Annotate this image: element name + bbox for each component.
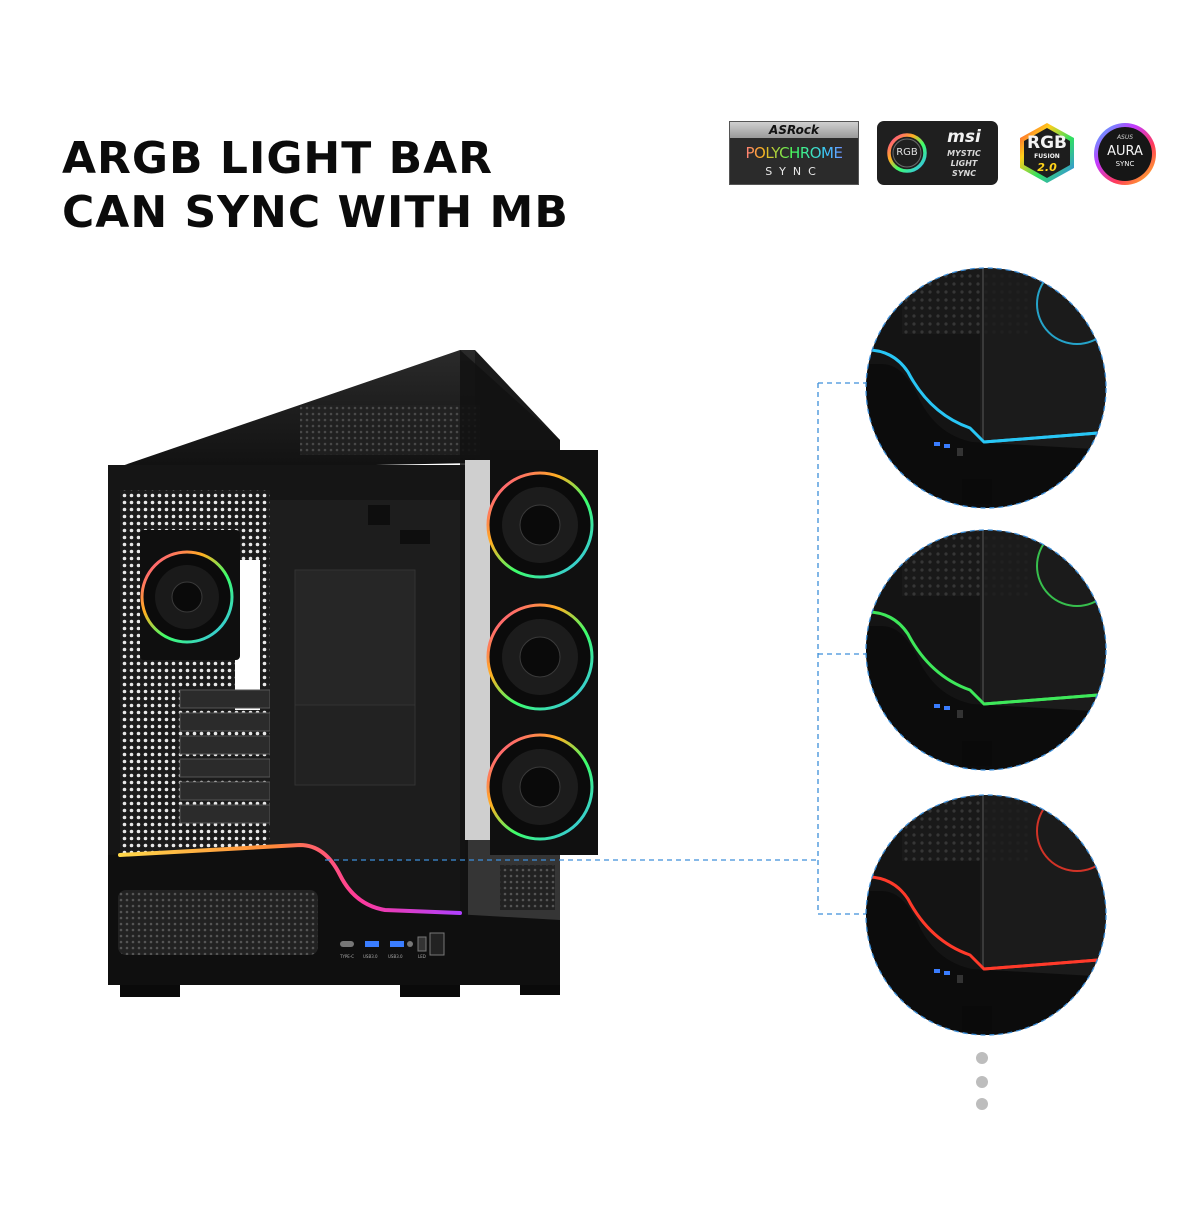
asrock-polychrome-sync-logo: ASRock POLYCHROME SYNC [729, 121, 859, 185]
front-io-label-typec: TYPE-C [339, 954, 354, 959]
asrock-brand: ASRock [730, 122, 858, 138]
rgb-text: RGB [1026, 133, 1067, 153]
argb-light-bar [118, 842, 462, 915]
more-dot [976, 1098, 988, 1110]
mystic-light-sync-text: MYSTIC LIGHT SYNC [947, 149, 981, 178]
sync-text: SYNC [765, 165, 823, 178]
pc-case-image: TYPE-C USB3.0 USB3.0 LED [108, 350, 598, 997]
more-dot [976, 1052, 988, 1064]
zoom-view-red [865, 794, 1107, 1036]
front-io-label-usb1: USB3.0 [363, 954, 378, 959]
more-indicator [971, 1050, 993, 1114]
asus-brand: ASUS [1116, 134, 1134, 141]
zoom-view-green [865, 529, 1107, 771]
front-fans [486, 450, 598, 855]
headline: ARGB LIGHT BAR CAN SYNC WITH MB [62, 132, 582, 240]
asus-aura-sync-logo: ASUS AURA SYNC [1092, 121, 1158, 187]
msi-mystic-light-sync-logo: RGB msi MYSTIC LIGHT SYNC [877, 121, 998, 185]
front-io-label-led: LED [418, 954, 426, 959]
hexagon-badge-icon [1020, 123, 1074, 183]
rgb-ring-icon [887, 133, 927, 173]
aura-sync-text: SYNC [1115, 160, 1135, 168]
fusion-text: FUSION [1034, 153, 1060, 160]
front-io-panel [340, 932, 445, 956]
aura-ring-icon [1094, 123, 1156, 185]
msi-brand: msi [947, 127, 981, 147]
aura-text: AURA [1107, 144, 1143, 159]
version-text: 2.0 [1037, 161, 1057, 174]
headline-line-1: ARGB LIGHT BAR [62, 133, 494, 184]
compatibility-logos: ASRock POLYCHROME SYNC RGB msi MYSTIC LI… [0, 0, 1200, 200]
more-dot [976, 1076, 988, 1088]
gigabyte-rgb-fusion-logo: RGB FUSION 2.0 [1016, 121, 1078, 185]
msi-ring-label: RGB [896, 147, 918, 158]
rear-fan [140, 530, 240, 660]
headline-line-2: CAN SYNC WITH MB [62, 187, 569, 238]
zoom-view-blue [865, 267, 1107, 509]
front-io-label-usb2: USB3.0 [388, 954, 403, 959]
polychrome-text: POLYCHROME [730, 144, 858, 162]
